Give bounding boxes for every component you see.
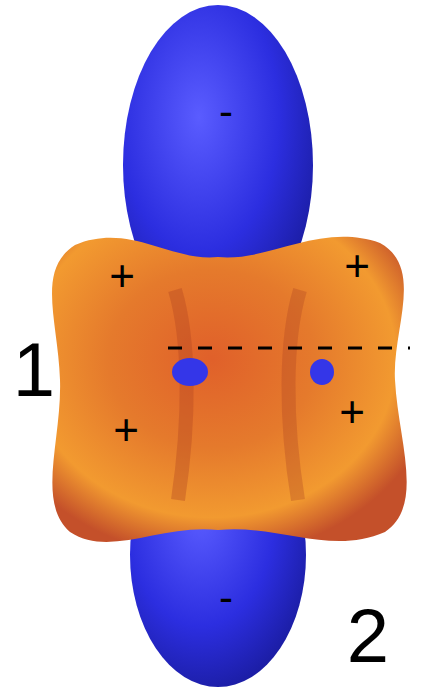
- torus-hole: [310, 359, 334, 385]
- nodal-line: [168, 347, 410, 350]
- torus-shading: [288, 290, 300, 500]
- sign-label: -: [219, 577, 233, 619]
- torus-lobe: [52, 237, 407, 542]
- sign-label: -: [219, 91, 233, 133]
- callout-number: 1: [13, 332, 55, 408]
- sign-label: +: [109, 254, 135, 298]
- callout-number: 2: [347, 598, 389, 674]
- sign-label: +: [113, 408, 139, 452]
- torus-hole: [172, 358, 208, 386]
- sign-label: +: [339, 390, 365, 434]
- torus-shading: [175, 290, 187, 500]
- sign-label: +: [344, 244, 370, 288]
